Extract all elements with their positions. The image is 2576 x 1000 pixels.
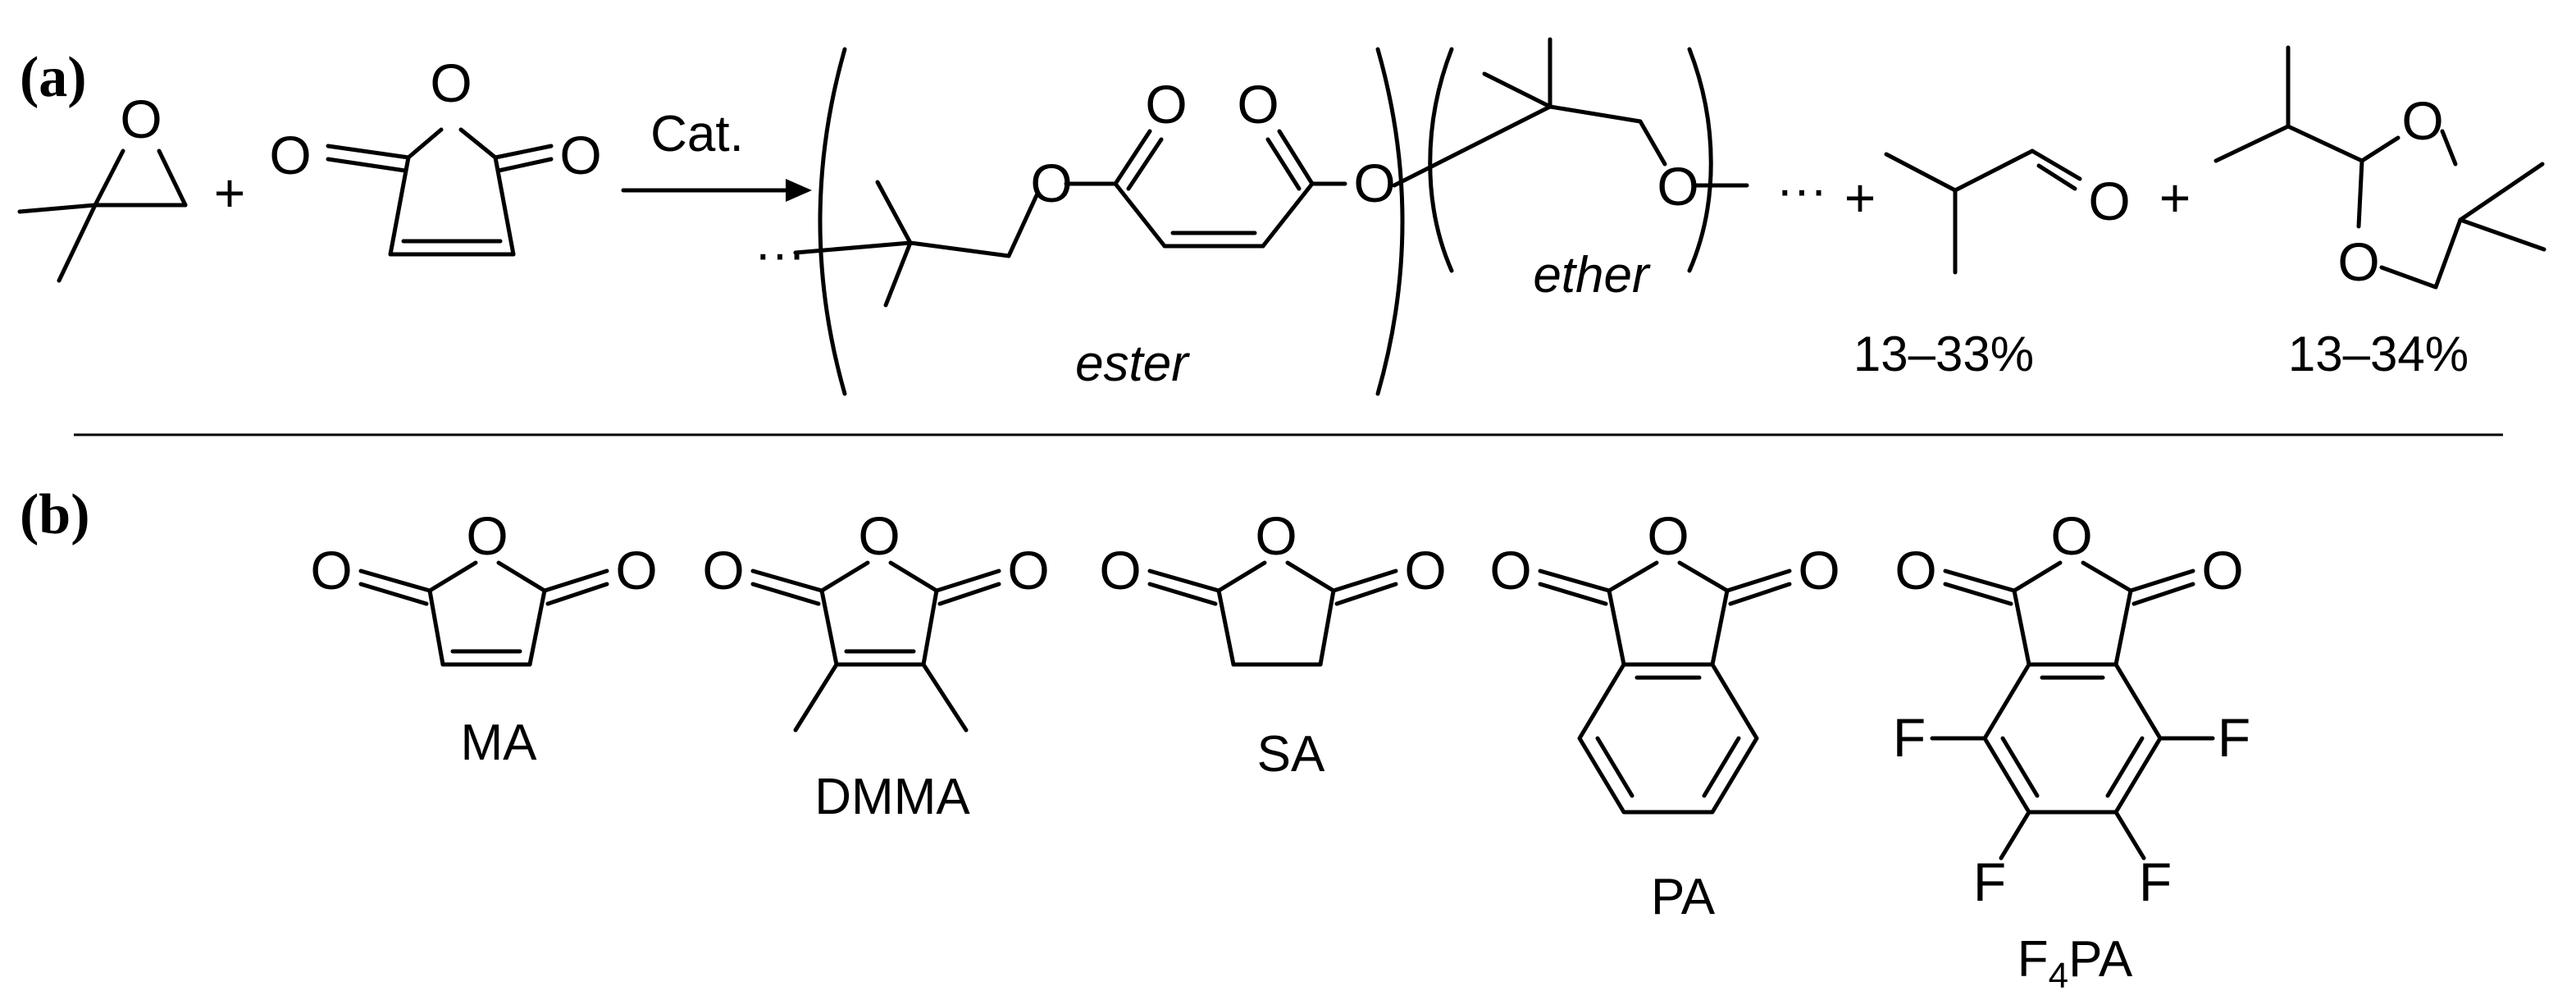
- f4pa-fluorine-left: F: [1893, 707, 1926, 768]
- f4pa-fluorine-bottom-left: F: [1973, 852, 2006, 912]
- pa-structure: O O O: [1489, 505, 1840, 815]
- sa-ring-oxygen: O: [1255, 505, 1297, 566]
- ma-structure: O O O: [310, 505, 658, 667]
- f4pa-label-pa: PA: [2068, 931, 2133, 988]
- polyester-ether-product: ··· O O O O O ···: [755, 37, 1827, 396]
- ester-carbonyl-oxygen-2: O: [1237, 74, 1279, 135]
- sa-carbonyl-oxygen-left: O: [1099, 540, 1141, 600]
- ma-carbonyl-oxygen-right-b: O: [615, 540, 657, 600]
- label-dmma: DMMA: [814, 769, 970, 825]
- f4pa-carbonyl-oxygen-left: O: [1894, 540, 1936, 600]
- ma-ring-oxygen-b: O: [466, 505, 508, 566]
- ma-carbonyl-oxygen-right: O: [559, 125, 601, 185]
- isobutylene-oxide-structure: O: [17, 89, 188, 283]
- dioxolane-oxygen-top: O: [2401, 90, 2443, 151]
- dmma-structure: O O O: [702, 505, 1050, 733]
- ether-oxygen: O: [1657, 156, 1698, 217]
- pa-carbonyl-oxygen-left: O: [1489, 540, 1531, 600]
- f4pa-fluorine-right: F: [2218, 707, 2250, 768]
- pa-carbonyl-oxygen-right: O: [1798, 540, 1840, 600]
- ma-carbonyl-oxygen-left: O: [269, 125, 311, 185]
- dmma-carbonyl-oxygen-right: O: [1007, 540, 1049, 600]
- sa-structure: O O O: [1099, 505, 1447, 667]
- f4pa-ring-oxygen: O: [2050, 505, 2092, 566]
- epoxide-oxygen: O: [120, 89, 162, 149]
- ellipsis-right: ···: [1776, 162, 1827, 218]
- dmma-carbonyl-oxygen-left: O: [702, 540, 744, 600]
- yield-aldehyde: 13–33%: [1853, 326, 2034, 381]
- f4pa-label-subscript: 4: [2049, 956, 2068, 996]
- f4pa-label-f: F: [2017, 931, 2049, 988]
- ester-label: ester: [1075, 336, 1190, 392]
- pa-ring-oxygen: O: [1647, 505, 1689, 566]
- panel-a-label: (a): [20, 46, 87, 109]
- dioxolane-oxygen-bottom: O: [2337, 231, 2379, 292]
- sa-carbonyl-oxygen-right: O: [1404, 540, 1446, 600]
- ma-carbonyl-oxygen-left-b: O: [310, 540, 352, 600]
- isobutyraldehyde-structure: O: [1884, 148, 2131, 275]
- f4pa-carbonyl-oxygen-right: O: [2201, 540, 2243, 600]
- yield-dioxolane: 13–34%: [2288, 326, 2469, 381]
- ester-oxygen-2: O: [1353, 153, 1395, 213]
- ester-carbonyl-oxygen-1: O: [1145, 74, 1187, 135]
- ether-label: ether: [1533, 247, 1651, 304]
- catalyst-label: Cat.: [650, 106, 744, 162]
- maleic-anhydride-reactant: O O O: [269, 53, 602, 257]
- ma-ring-oxygen: O: [430, 53, 472, 113]
- f4pa-structure: O O O F F F F: [1893, 505, 2250, 912]
- label-f4pa: F4PA: [2017, 931, 2133, 996]
- label-pa: PA: [1651, 869, 1716, 925]
- label-sa: SA: [1257, 726, 1325, 783]
- plus-sign-2: +: [1844, 167, 1876, 228]
- dioxolane-structure: O O: [2214, 45, 2546, 292]
- label-ma: MA: [461, 715, 538, 771]
- f4pa-fluorine-bottom-right: F: [2139, 852, 2172, 912]
- dmma-ring-oxygen: O: [858, 505, 900, 566]
- plus-sign-1: +: [214, 162, 246, 223]
- reaction-arrow: [621, 179, 812, 202]
- plus-sign-3: +: [2159, 167, 2191, 228]
- panel-b-label: (b): [20, 483, 90, 546]
- aldehyde-oxygen: O: [2088, 171, 2130, 231]
- ester-oxygen-1: O: [1030, 153, 1072, 213]
